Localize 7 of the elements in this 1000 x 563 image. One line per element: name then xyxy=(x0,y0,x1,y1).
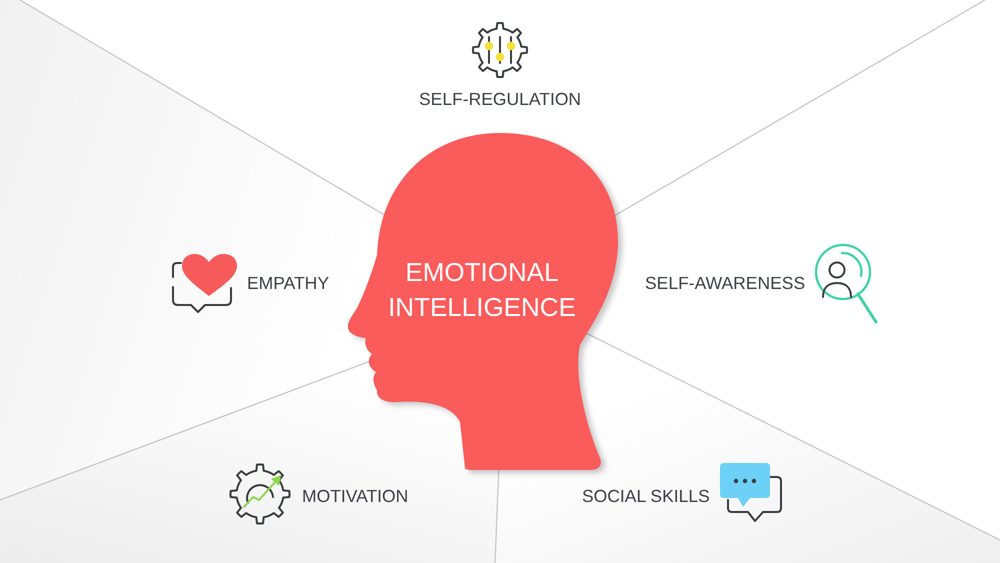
topic-label: SOCIAL SKILLS xyxy=(582,486,710,506)
topic-label: SELF-AWARENESS xyxy=(645,273,806,293)
center-title: EMOTIONAL INTELLIGENCE xyxy=(387,256,577,324)
topic-label: EMPATHY xyxy=(247,273,329,293)
topic-label: MOTIVATION xyxy=(302,486,408,506)
topic-label: SELF-REGULATION xyxy=(419,89,582,109)
head-silhouette xyxy=(346,131,620,472)
